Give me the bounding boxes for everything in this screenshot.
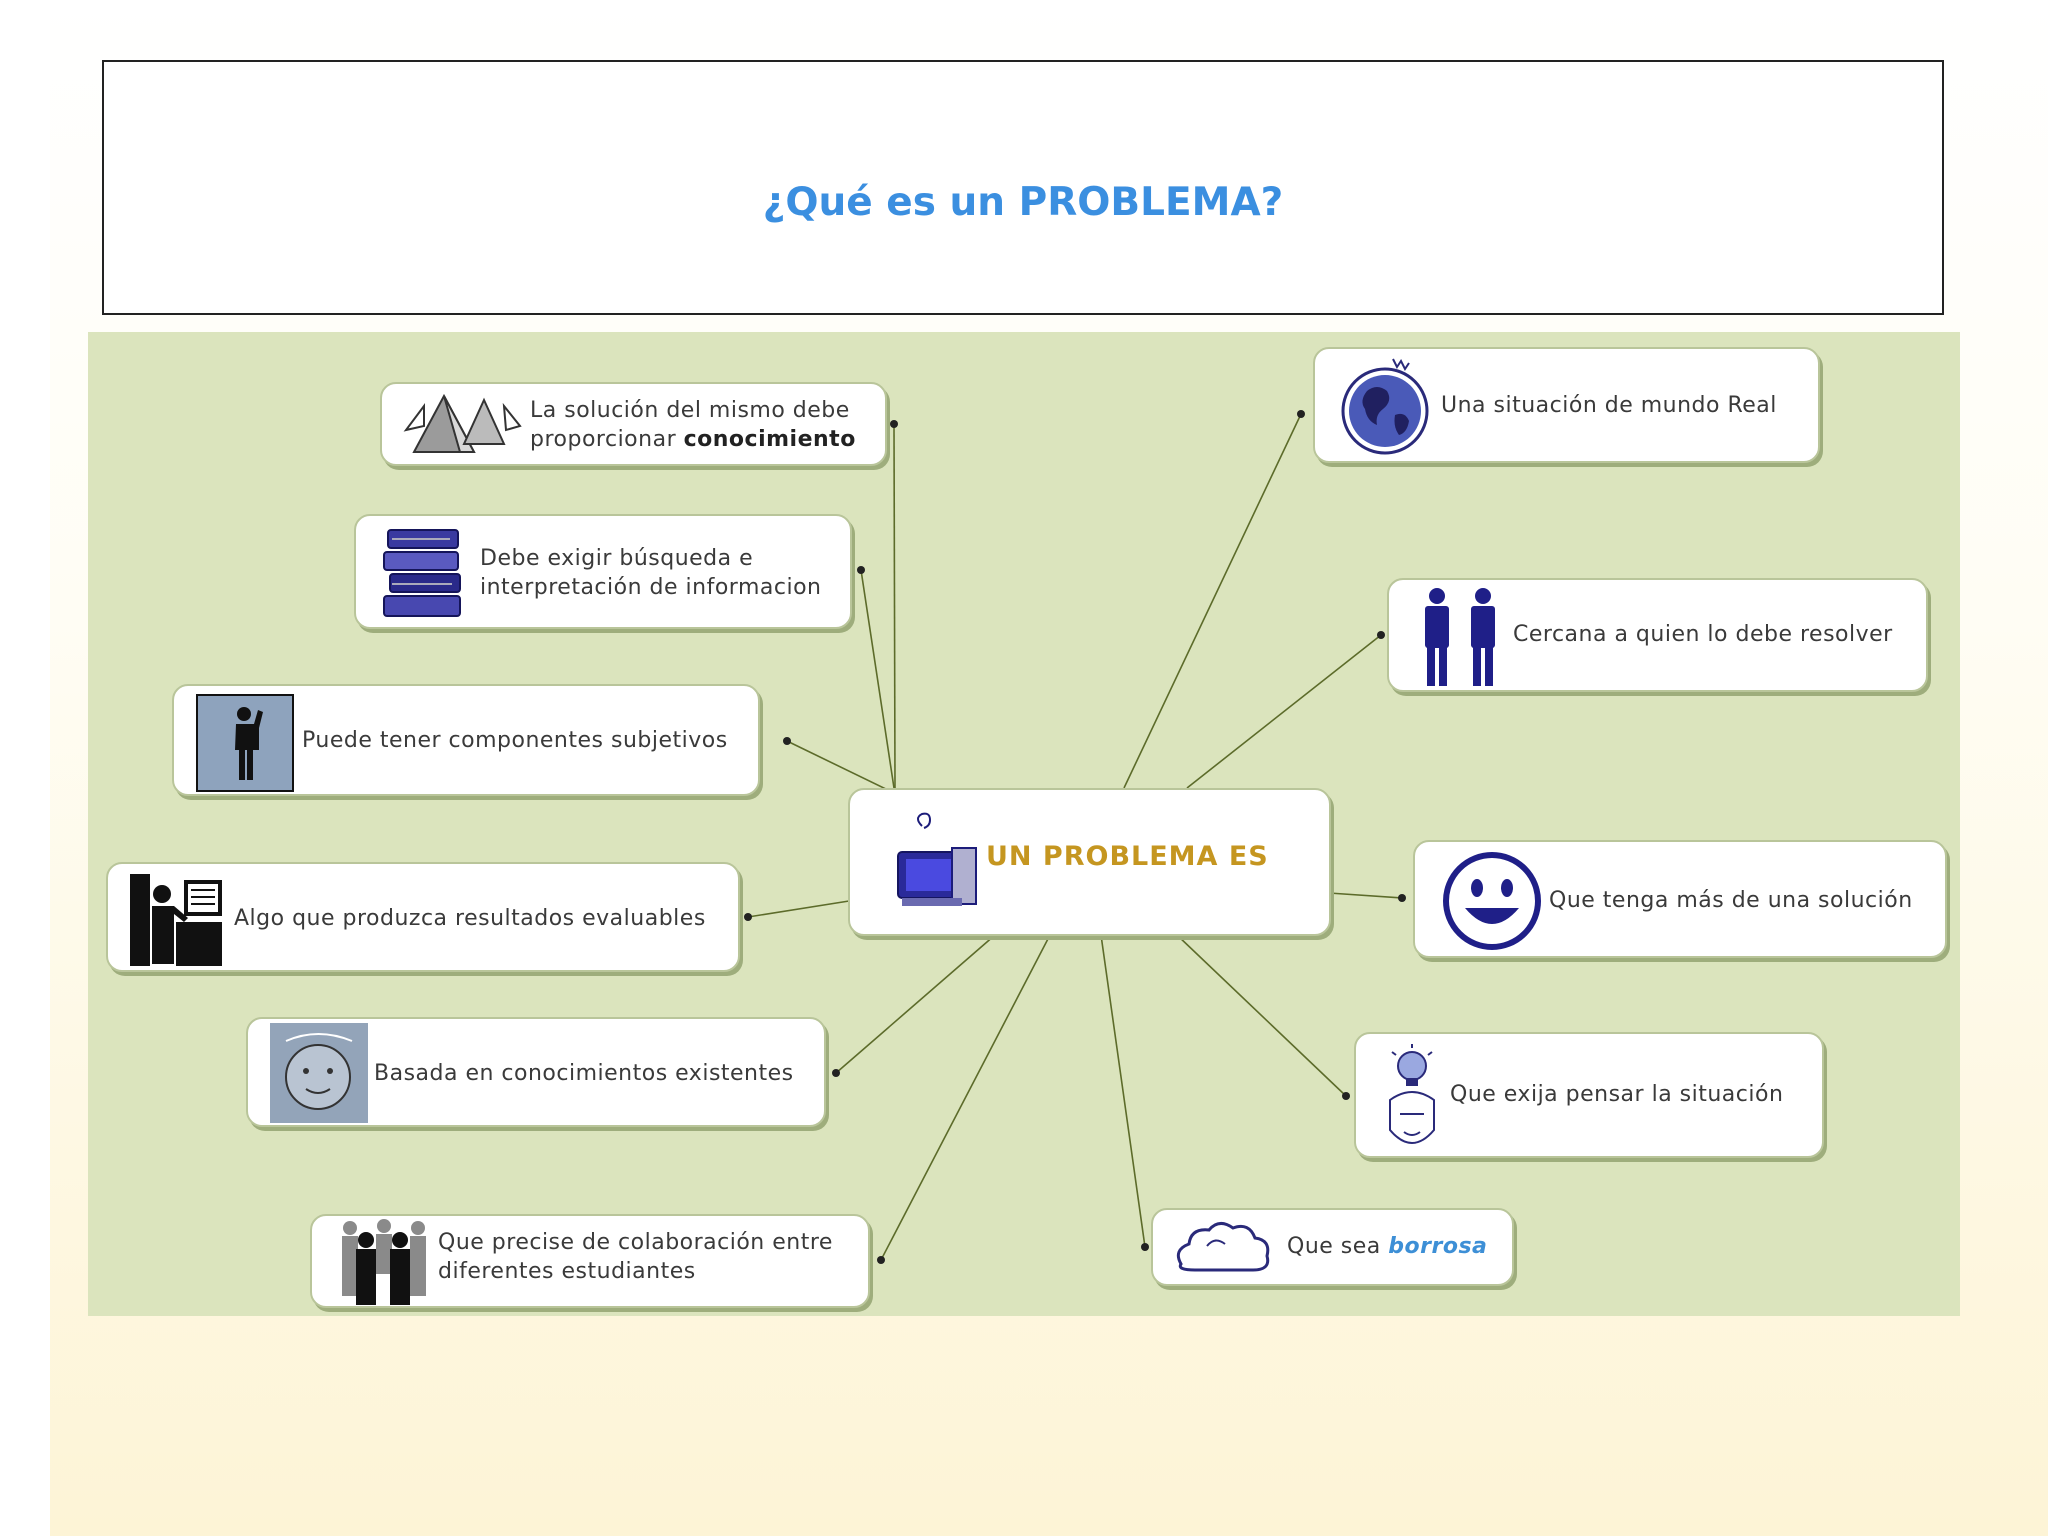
group-icon	[342, 1219, 426, 1305]
connector-colaboracion	[880, 934, 1051, 1261]
smiley-icon	[1443, 852, 1541, 950]
node-cercana: Cercana a quien lo debe resolver	[1387, 578, 1928, 692]
node-label: Que sea borrosa	[1287, 1234, 1488, 1259]
cloud-icon	[1176, 1222, 1270, 1272]
node-existentes: Basada en conocimientos existentes	[246, 1017, 826, 1127]
node-evaluables: Algo que produzca resultados evaluables	[106, 862, 740, 972]
globe-icon	[1341, 358, 1429, 455]
connector-subjetivos	[786, 740, 893, 793]
node-pensar: Que exija pensar la situación	[1354, 1032, 1824, 1158]
node-label: Basada en conocimientos existentes	[374, 1061, 794, 1086]
node-label: Que precise de colaboración entre difere…	[438, 1230, 833, 1284]
node-conocimiento: La solución del mismo debe proporcionar …	[380, 382, 887, 466]
connector-dot	[890, 420, 898, 428]
node-label: Puede tener componentes subjetivos	[302, 728, 728, 753]
concept-map: UN PROBLEMA ES La solución del mismo deb…	[88, 332, 1960, 1316]
connector-dot	[744, 913, 752, 921]
connector-dot	[783, 737, 791, 745]
node-subjetivos: Puede tener componentes subjetivos	[172, 684, 760, 796]
connector-cercana	[1186, 634, 1382, 789]
connector-evaluables	[747, 900, 850, 918]
node-label: Algo que produzca resultados evaluables	[234, 906, 706, 931]
connector-dot	[1141, 1243, 1149, 1251]
connector-existentes	[835, 934, 996, 1074]
connector-borrosa	[1100, 934, 1146, 1248]
connector-solucion	[1328, 892, 1403, 899]
person-board-icon	[130, 874, 224, 966]
node-label: La solución del mismo debe proporcionar …	[530, 398, 856, 452]
computer-icon	[897, 812, 977, 906]
connector-dot	[832, 1069, 840, 1077]
node-borrosa: Que sea borrosa	[1151, 1208, 1514, 1286]
lightbulb-head-icon	[1389, 1044, 1435, 1144]
connector-conocimiento	[893, 423, 896, 789]
slide-title: ¿Qué es un PROBLEMA?	[762, 180, 1284, 225]
center-node: UN PROBLEMA ES	[848, 788, 1331, 936]
node-label: Una situación de mundo Real	[1441, 393, 1777, 418]
connector-dot	[1342, 1092, 1350, 1100]
center-label: UN PROBLEMA ES	[986, 841, 1269, 872]
books-icon	[383, 529, 461, 617]
node-busqueda: Debe exigir búsqueda e interpretación de…	[354, 514, 852, 629]
connector-pensar	[1176, 934, 1347, 1097]
pyramid-icon	[403, 393, 522, 453]
connector-busqueda	[860, 569, 895, 789]
connector-dot	[877, 1256, 885, 1264]
connector-real	[1123, 413, 1302, 789]
connector-dot	[1377, 631, 1385, 639]
node-real: Una situación de mundo Real	[1313, 347, 1820, 463]
person-icon	[196, 694, 294, 792]
connector-lines	[744, 410, 1406, 1264]
node-label: Que tenga más de una solución	[1549, 888, 1913, 913]
node-label: Que exija pensar la situación	[1450, 1082, 1784, 1107]
face-icon	[270, 1023, 368, 1123]
title-box: ¿Qué es un PROBLEMA?	[102, 60, 1944, 315]
node-solucion: Que tenga más de una solución	[1413, 840, 1947, 958]
connector-dot	[1398, 894, 1406, 902]
node-label: Cercana a quien lo debe resolver	[1513, 622, 1893, 647]
node-colaboracion: Que precise de colaboración entre difere…	[310, 1214, 870, 1308]
connector-dot	[857, 566, 865, 574]
node-label: Debe exigir búsqueda e interpretación de…	[480, 546, 822, 600]
two-people-icon	[1425, 588, 1495, 686]
connector-dot	[1297, 410, 1305, 418]
